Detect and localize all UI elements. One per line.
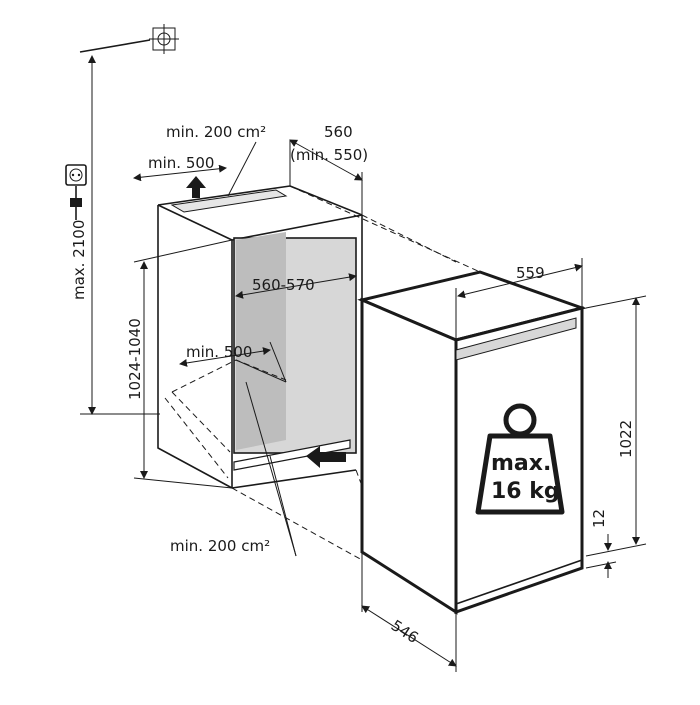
- appliance-width-dimension-line: [457, 263, 583, 299]
- ceiling-line: [79, 39, 151, 53]
- drill-hole-icon: [149, 24, 179, 54]
- niche-cabinet: [157, 185, 363, 489]
- weight-icon: [475, 403, 565, 515]
- top-depth-dimension-line: [133, 164, 227, 182]
- floor-depth-dimension-line: [179, 347, 271, 367]
- gap-label: 12: [590, 509, 608, 528]
- weight-value-label: 16 kg: [491, 479, 560, 504]
- appliance-depth-dimension-line: [361, 605, 457, 667]
- airflow-in-arrow-icon: [306, 446, 346, 468]
- appliance-height-label: 1022: [617, 420, 635, 458]
- appliance-depth-label: 546: [388, 616, 422, 647]
- power-plug-icon: [70, 186, 82, 220]
- airflow-up-arrow-icon: [186, 176, 206, 198]
- power-socket-icon: [65, 164, 87, 186]
- appliance-width-label: 559: [516, 264, 545, 282]
- bottom-vent-label: min. 200 cm²: [170, 537, 270, 555]
- max-height-label: max. 2100: [70, 220, 88, 300]
- niche-width-dimension-line: [235, 273, 357, 299]
- niche-depth-label: 560: [324, 123, 353, 141]
- niche-width-label: 560-570: [252, 276, 315, 294]
- weight-max-label: max.: [491, 451, 551, 476]
- niche-depth-dimension-line: [289, 139, 363, 181]
- top-vent-label: min. 200 cm²: [166, 123, 266, 141]
- top-depth-label: min. 500: [148, 154, 214, 172]
- niche-height-label: 1024-1040: [126, 318, 144, 400]
